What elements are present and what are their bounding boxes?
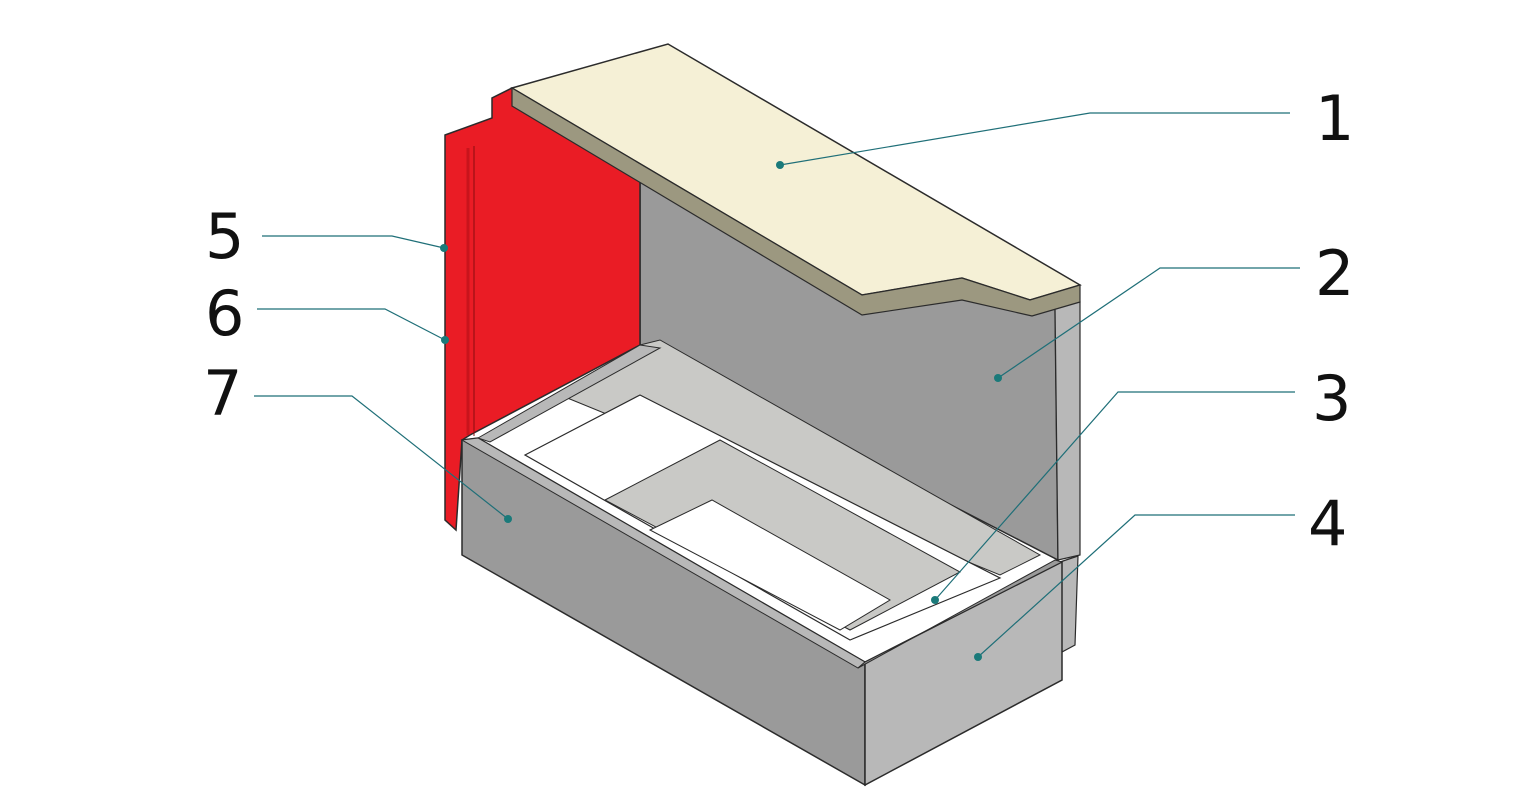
leader-line-6: [257, 308, 446, 341]
leader-line-5: [262, 235, 445, 249]
leader-line-2: [997, 267, 1300, 379]
callout-number-2: 2: [1315, 237, 1354, 310]
back-panel-edge: [1054, 301, 1081, 561]
leader-line-3: [934, 391, 1295, 601]
callout-number-6: 6: [205, 277, 244, 350]
leader-dot-6: [441, 336, 449, 344]
leader-dot-3: [931, 596, 939, 604]
leader-dot-7: [504, 515, 512, 523]
leader-dot-1: [776, 161, 784, 169]
leader-dot-2: [994, 374, 1002, 382]
callout-labels: 1 2 3 4 567: [203, 82, 1354, 560]
front-short-rim: [857, 559, 1064, 669]
leader-line-1: [779, 112, 1290, 166]
leader-dot-4: [974, 653, 982, 661]
top-slab-edge: [511, 86, 1081, 317]
leader-dot-5: [440, 244, 448, 252]
callout-number-5: 5: [205, 200, 244, 273]
front-panel-rim: [476, 344, 662, 443]
callout-number-4: 4: [1308, 487, 1347, 560]
leader-line-4: [977, 514, 1295, 658]
callout-number-3: 3: [1312, 362, 1351, 435]
callout-number-7: 7: [203, 357, 242, 430]
callout-number-1: 1: [1315, 82, 1354, 155]
tray-inner-well: [648, 499, 891, 631]
leader-lines: [254, 112, 1300, 661]
leader-line-7: [254, 395, 509, 520]
